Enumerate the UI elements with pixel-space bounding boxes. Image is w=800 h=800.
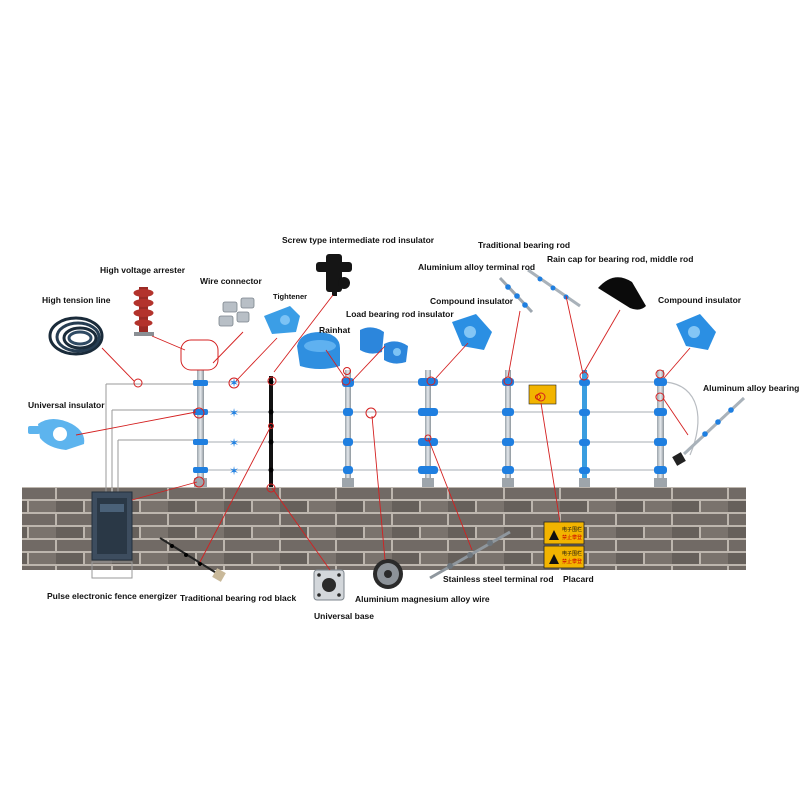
placard-text-4: 禁止攀登 — [562, 558, 582, 565]
placard-text-1: 电子围栏 — [562, 526, 582, 533]
compound-insulator-icon — [452, 314, 492, 350]
middle-post-2 — [425, 370, 431, 487]
label-load-bearing-insulator: Load bearing rod insulator — [346, 309, 454, 319]
placard-text-3: 电子围栏 — [562, 550, 582, 557]
universal-insulator-icon — [28, 419, 85, 450]
rain-cap-icon — [598, 277, 646, 310]
screw-type-insulator-icon — [316, 254, 352, 296]
svg-text:✶: ✶ — [229, 464, 239, 478]
traditional-rod-black-icon — [159, 537, 226, 582]
label-traditional-bearing-rod: Traditional bearing rod — [478, 240, 571, 250]
label-high-voltage-arrester: High voltage arrester — [100, 265, 186, 275]
energizer-icon — [91, 491, 133, 561]
svg-text:✶: ✶ — [229, 436, 239, 450]
label-aluminium-wire: Aluminium magnesium alloy wire — [355, 594, 490, 604]
label-high-tension-line: High tension line — [42, 295, 111, 305]
middle-post-3 — [505, 370, 511, 487]
label-energizer: Pulse electronic fence energizer — [47, 591, 177, 601]
high-voltage-arrester-icon — [133, 287, 154, 336]
label-tightener: Tightener — [273, 292, 308, 301]
label-compound-insulator-1: Compound insulator — [430, 296, 514, 306]
wire-connector-icon — [218, 297, 255, 327]
placard-text-2: 禁止攀登 — [562, 534, 582, 541]
label-rain-cap: Rain cap for bearing rod, middle rod — [547, 254, 694, 264]
label-placard: Placard — [563, 574, 594, 584]
fence-posts — [194, 370, 667, 487]
svg-text:✶: ✶ — [229, 406, 239, 420]
terminal-post-right — [657, 370, 664, 487]
high-tension-line-coil — [48, 316, 104, 356]
aluminium-terminal-rod-icon — [498, 276, 534, 314]
blue-bearing-post — [582, 370, 587, 487]
traditional-bearing-rod-icon — [527, 268, 581, 308]
label-universal-insulator: Universal insulator — [28, 400, 105, 410]
label-aluminum-bearing-rod: Aluminum alloy bearing rod — [703, 383, 800, 393]
svg-text:✶: ✶ — [229, 376, 239, 390]
brick-wall — [22, 487, 746, 570]
label-compound-insulator-2: Compound insulator — [658, 295, 742, 305]
label-wire-connector: Wire connector — [200, 276, 262, 286]
load-bearing-insulator-icon — [360, 327, 408, 364]
tightener-icon — [264, 306, 300, 334]
callout-markers — [133, 339, 665, 493]
ground-wiring — [91, 383, 200, 579]
compound-insulator-2-icon — [676, 314, 716, 350]
label-traditional-rod-black: Traditional bearing rod black — [180, 593, 297, 603]
label-rainhat: Rainhat — [319, 325, 351, 335]
label-stainless-terminal-rod: Stainless steel terminal rod — [443, 574, 554, 584]
black-bearing-post — [269, 376, 273, 487]
universal-base-icon — [313, 569, 345, 601]
rainhat-icon — [297, 332, 340, 369]
stainless-terminal-rod-icon — [429, 530, 511, 580]
label-aluminium-terminal-rod: Aluminium alloy terminal rod — [418, 262, 536, 272]
placard-on-fence — [528, 384, 557, 405]
aluminium-wire-spool-icon — [373, 559, 403, 589]
middle-post-1 — [345, 370, 351, 487]
label-screw-type-insulator: Screw type intermediate rod insulator — [282, 235, 435, 245]
terminal-post-left — [197, 370, 204, 487]
aluminum-bearing-rod-icon — [672, 396, 746, 466]
callout-lines — [75, 294, 691, 571]
placard-icon: 电子围栏 禁止攀登 电子围栏 禁止攀登 — [543, 521, 585, 569]
label-universal-base: Universal base — [314, 611, 375, 621]
